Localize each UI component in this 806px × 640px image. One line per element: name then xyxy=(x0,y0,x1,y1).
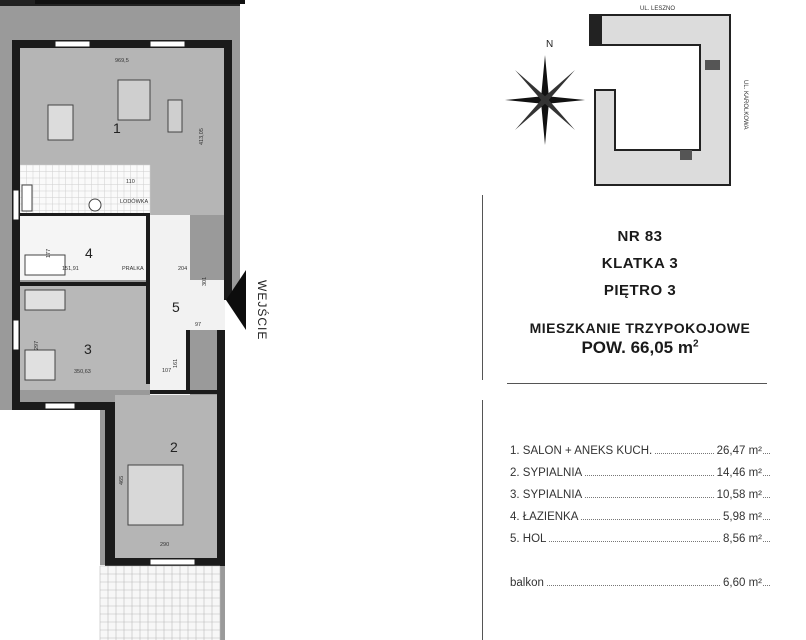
room-list: 1. SALON + ANEKS KUCH. 26,47 m² 2. SYPIAL… xyxy=(510,440,770,594)
staircase: KLATKA 3 xyxy=(601,255,679,272)
dim-label: 969,5 xyxy=(115,58,129,64)
room-area: 5,98 m² xyxy=(721,506,762,528)
dim-label: 413,05 xyxy=(199,128,205,145)
room-4-number: 4 xyxy=(85,245,93,261)
room-label: 2. SYPIALNIA xyxy=(510,462,585,484)
total-area: POW. 66,05 m2 xyxy=(480,338,800,358)
building-outline xyxy=(589,14,731,186)
list-item: 1. SALON + ANEKS KUCH. 26,47 m² xyxy=(510,440,770,462)
room-3-number: 3 xyxy=(84,341,92,357)
fixture-label: PRALKA xyxy=(122,266,144,272)
fixture-label: LODÓWKA xyxy=(120,198,148,205)
furniture xyxy=(21,79,184,526)
total-area-unit-sup: 2 xyxy=(692,338,699,350)
apartment-type: MIESZKANIE TRZYPOKOJOWE xyxy=(529,320,751,336)
list-item: 5. HOL 8,56 m² xyxy=(510,528,770,550)
compass-rose-icon: N xyxy=(505,39,585,145)
dim-label: 465 xyxy=(119,476,125,485)
apartment-number: NR 83 xyxy=(617,228,663,245)
list-item: 4. ŁAZIENKA 5,98 m² xyxy=(510,506,770,528)
dim-label: 301 xyxy=(202,277,208,286)
dim-label: 177 xyxy=(46,249,52,258)
list-item: balkon 6,60 m² xyxy=(510,572,770,594)
horizontal-rule xyxy=(507,383,767,384)
room-area: 14,46 m² xyxy=(714,462,762,484)
total-area-value: POW. 66,05 m xyxy=(581,338,693,357)
balcony-area: 6,60 m² xyxy=(721,572,762,594)
room-label: 4. ŁAZIENKA xyxy=(510,506,581,528)
dim-label: 350,63 xyxy=(74,369,91,375)
room-label: 1. SALON + ANEKS KUCH. xyxy=(510,440,655,462)
windows xyxy=(12,40,196,566)
room-5-floor xyxy=(150,215,190,395)
room-5-number: 5 xyxy=(172,299,180,315)
dim-label: 290 xyxy=(160,542,169,548)
entrance-label: WEJŚCIE xyxy=(255,280,270,340)
dim-label: 107 xyxy=(162,368,171,374)
room-label: 5. HOL xyxy=(510,528,549,550)
room-area: 26,47 m² xyxy=(714,440,762,462)
list-item: 2. SYPIALNIA 14,46 m² xyxy=(510,462,770,484)
floor: PIĘTRO 3 xyxy=(603,282,677,299)
room-area: 10,58 m² xyxy=(714,484,762,506)
room-area: 8,56 m² xyxy=(721,528,762,550)
street-label-right: UL. KAROLKOWA xyxy=(742,80,748,129)
street-label-top: UL. LESZNO xyxy=(640,6,675,12)
kitchen-tiles xyxy=(19,164,151,215)
dimensions: 969,5 413,05 204 107 161 97 350,63 297 1… xyxy=(34,58,208,548)
dim-label: 97 xyxy=(195,322,201,328)
site-plan: N UL. LESZNO UL. KAROLKOWA xyxy=(505,6,748,186)
dim-label: 151,91 xyxy=(62,266,79,272)
dim-label: 297 xyxy=(34,341,40,350)
entrance-arrow xyxy=(226,270,246,330)
dim-label: 161 xyxy=(173,359,179,368)
floor-plan: 1 2 3 4 5 969,5 413,05 204 107 161 97 35… xyxy=(0,0,270,640)
balcony xyxy=(100,565,220,640)
vertical-rule xyxy=(482,195,483,380)
list-item: 3. SYPIALNIA 10,58 m² xyxy=(510,484,770,506)
compass-north: N xyxy=(546,39,553,50)
vertical-rule xyxy=(482,400,483,640)
room-1-number: 1 xyxy=(113,120,121,136)
room-2-number: 2 xyxy=(170,439,178,455)
dim-label: 110 xyxy=(126,179,135,185)
balcony-label: balkon xyxy=(510,572,546,594)
dim-label: 204 xyxy=(178,266,187,272)
room-label: 3. SYPIALNIA xyxy=(510,484,585,506)
